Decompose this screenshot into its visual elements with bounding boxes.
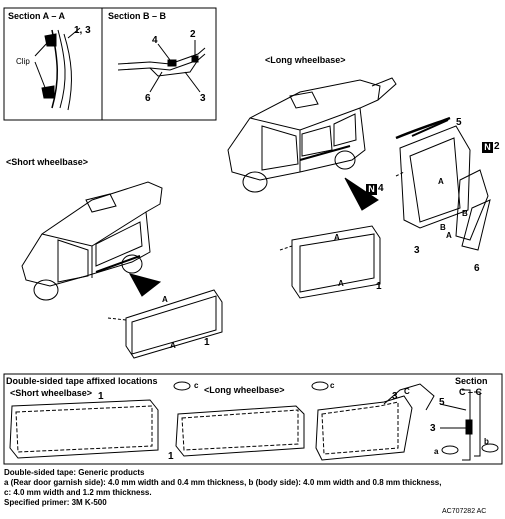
note-line-2: a (Rear door garnish side): 4.0 mm width… bbox=[4, 478, 442, 487]
arrow-label-a: A bbox=[446, 231, 452, 240]
tape-section-title: Double-sided tape affixed locations bbox=[6, 376, 158, 386]
tape-part-1: 1 bbox=[98, 391, 104, 402]
section-cc-part-5: 5 bbox=[439, 397, 445, 408]
section-bb-title: Section B – B bbox=[108, 11, 167, 21]
section-aa-part-label: 1, 3 bbox=[74, 25, 91, 36]
section-aa-clip-label: Clip bbox=[16, 57, 30, 66]
section-aa-title: Section A – A bbox=[8, 11, 66, 21]
tape-long-wheelbase-label: <Long wheelbase> bbox=[204, 385, 285, 395]
tape-callout-c: c bbox=[330, 381, 335, 390]
section-cc-part-3: 3 bbox=[430, 423, 436, 434]
long-wheelbase-garnish bbox=[279, 119, 491, 299]
section-cc-title-line1: Section bbox=[455, 376, 488, 386]
short-wheelbase-label: <Short wheelbase> bbox=[6, 157, 89, 167]
tape-callout-c: c bbox=[194, 381, 199, 390]
arrow-label-a: A bbox=[438, 177, 444, 186]
arrow-label-a: A bbox=[338, 279, 344, 288]
n-marker-icon: N bbox=[482, 142, 493, 153]
tape-section-frame bbox=[3, 373, 503, 465]
section-cc-tape-b: b bbox=[484, 437, 489, 446]
short-part-1: 1 bbox=[204, 337, 210, 348]
n-marker-icon: N bbox=[366, 184, 377, 195]
section-cc-title-line2: C – C bbox=[459, 387, 483, 397]
arrow-label-a: A bbox=[162, 295, 168, 304]
note-line-3: c: 4.0 mm width and 1.2 mm thickness. bbox=[4, 488, 152, 497]
section-cc-drawing bbox=[439, 389, 499, 461]
section-bb-part-6: 6 bbox=[145, 93, 151, 104]
tape-callout-c-upper: C bbox=[404, 387, 410, 396]
long-part-1: 1 bbox=[376, 281, 382, 292]
section-bb-part-3: 3 bbox=[200, 93, 206, 104]
short-garnish-strip bbox=[9, 399, 159, 459]
arrow-label-a: A bbox=[334, 233, 340, 242]
long-part-3: 3 bbox=[414, 245, 420, 256]
section-bb-part-4: 4 bbox=[152, 35, 158, 46]
long-part-4: 4 bbox=[378, 183, 384, 194]
section-bb-frame bbox=[101, 7, 217, 121]
long-part-6: 6 bbox=[474, 263, 480, 274]
arrow-label-b: B bbox=[440, 223, 446, 232]
arrow-label-b: B bbox=[462, 209, 468, 218]
long-garnish-strip bbox=[175, 383, 435, 461]
long-wheelbase-label: <Long wheelbase> bbox=[265, 55, 346, 65]
tape-part-1: 1 bbox=[168, 451, 174, 462]
long-wheelbase-vehicle bbox=[227, 77, 397, 193]
section-bb-part-2: 2 bbox=[190, 29, 196, 40]
long-part-5: 5 bbox=[456, 117, 462, 128]
short-wheelbase-garnish bbox=[107, 289, 223, 359]
tape-part-3: 3 bbox=[392, 391, 398, 402]
note-line-4: Specified primer: 3M K-500 bbox=[4, 498, 107, 507]
figure-code: AC707282 AC bbox=[442, 508, 487, 515]
short-wheelbase-vehicle bbox=[21, 181, 163, 301]
section-cc-tape-a: a bbox=[434, 447, 439, 456]
long-part-2: 2 bbox=[494, 141, 500, 152]
tape-short-wheelbase-label: <Short wheelbase> bbox=[10, 388, 93, 398]
note-line-1: Double-sided tape: Generic products bbox=[4, 468, 145, 477]
arrow-label-a: A bbox=[170, 341, 176, 350]
